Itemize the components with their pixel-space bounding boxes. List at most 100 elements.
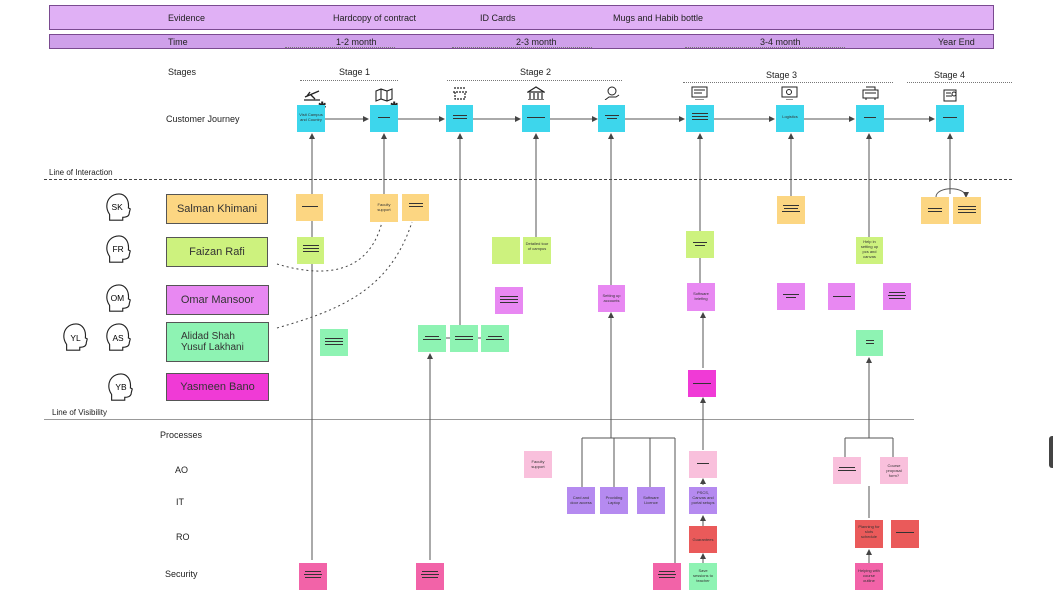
persona-name: Yusuf Lakhani bbox=[181, 342, 244, 353]
sticky-course-proposal[interactable]: Course proposal form? bbox=[880, 457, 908, 484]
note-text: Detailed tour of campus bbox=[525, 241, 549, 251]
sticky-planning-slots[interactable]: Planning for slots schedule bbox=[855, 520, 883, 548]
ro-label: RO bbox=[176, 532, 190, 542]
stage-dots bbox=[447, 80, 622, 81]
sticky-note[interactable] bbox=[416, 563, 444, 590]
time-period-1: 1-2 month bbox=[336, 37, 377, 47]
time-dots bbox=[452, 47, 592, 48]
sticky-note[interactable] bbox=[921, 197, 949, 224]
persona-faizan-rafi[interactable]: Faizan Rafi bbox=[166, 237, 268, 267]
sticky-note[interactable] bbox=[833, 457, 861, 484]
note-text: Help in setting up pcs and canvas bbox=[860, 239, 879, 259]
evidence-band: Evidence Hardcopy of contract ID Cards M… bbox=[49, 5, 994, 30]
sticky-note[interactable] bbox=[953, 197, 981, 224]
it-label: IT bbox=[176, 497, 184, 507]
time-label: Time bbox=[168, 37, 188, 47]
note-text: Helping with course outline bbox=[858, 568, 880, 583]
journey-node-2[interactable] bbox=[370, 105, 398, 132]
sticky-detailed-tour[interactable]: Detailed tour of campus bbox=[523, 237, 551, 264]
persona-omar-mansoor[interactable]: Omar Mansoor bbox=[166, 285, 269, 315]
avatar-head-icon: AS bbox=[106, 323, 131, 351]
sticky-note[interactable] bbox=[402, 194, 429, 221]
sticky-note[interactable] bbox=[492, 237, 520, 264]
sticky-note[interactable] bbox=[450, 325, 478, 352]
sticky-note[interactable] bbox=[296, 194, 323, 221]
cart-icon bbox=[453, 87, 467, 100]
avatar-initials: FR bbox=[112, 244, 123, 254]
scrollbar-handle[interactable] bbox=[1049, 436, 1053, 468]
sticky-providing-laptop[interactable]: Providing Laptop bbox=[600, 487, 628, 514]
printer-icon bbox=[862, 86, 879, 100]
avatar-head-icon: SK bbox=[106, 193, 131, 221]
avatar-initials: YB bbox=[115, 382, 127, 392]
persona-name: Salman Khimani bbox=[176, 203, 258, 215]
stage-1: Stage 1 bbox=[339, 67, 371, 77]
journey-node-9[interactable] bbox=[936, 105, 964, 132]
sticky-note[interactable] bbox=[653, 563, 681, 590]
sticky-note[interactable] bbox=[320, 329, 348, 356]
journey-node-4[interactable] bbox=[522, 105, 550, 132]
persona-name: Alidad Shah bbox=[181, 331, 235, 342]
sticky-helping-course[interactable]: Helping with course outline bbox=[855, 563, 883, 590]
journey-node-3[interactable] bbox=[446, 105, 473, 132]
line-of-visibility-label: Line of Visibility bbox=[52, 408, 107, 417]
stage-dots bbox=[300, 80, 398, 81]
note-text: Card and door access bbox=[570, 495, 592, 505]
sticky-card-access[interactable]: Card and door access bbox=[567, 487, 595, 514]
persona-salman-khimani[interactable]: Salman Khimani bbox=[166, 194, 268, 224]
sticky-save-sessions[interactable]: Save sessions to teacher bbox=[689, 563, 717, 590]
sticky-note[interactable] bbox=[891, 520, 919, 548]
sticky-note[interactable] bbox=[688, 370, 716, 397]
sticky-note[interactable] bbox=[883, 283, 911, 310]
journey-note-text: Visit Campus and Country bbox=[299, 112, 323, 122]
journey-visit-campus[interactable]: Visit Campus and Country bbox=[297, 105, 325, 132]
sticky-software-licence[interactable]: Software Licence bbox=[637, 487, 665, 514]
sticky-faculty-support-ao[interactable]: Faculty support bbox=[524, 451, 552, 478]
stage-2: Stage 2 bbox=[520, 67, 552, 77]
customer-journey-label: Customer Journey bbox=[166, 114, 240, 124]
sticky-note[interactable] bbox=[297, 237, 324, 264]
persona-yasmeen-bano[interactable]: Yasmeen Bano bbox=[166, 373, 269, 401]
note-text: Providing Laptop bbox=[605, 495, 623, 505]
note-text: Save sessions to teacher bbox=[692, 568, 713, 583]
journey-node-5[interactable] bbox=[598, 105, 625, 132]
journey-node-6[interactable] bbox=[686, 105, 714, 132]
journey-note-text: Logistics bbox=[782, 114, 798, 119]
stage-dots bbox=[683, 82, 893, 83]
avatar-head-icon: YB bbox=[108, 373, 133, 401]
security-label: Security bbox=[165, 569, 198, 579]
sticky-note[interactable] bbox=[777, 196, 805, 224]
evidence-label: Evidence bbox=[168, 13, 206, 23]
stages-label: Stages bbox=[168, 67, 197, 77]
journey-node-8[interactable] bbox=[856, 105, 884, 132]
stage-dots bbox=[907, 82, 1012, 83]
persona-name: Omar Mansoor bbox=[180, 294, 255, 306]
sticky-note[interactable] bbox=[299, 563, 327, 590]
gear-monitor-icon bbox=[781, 86, 798, 100]
sticky-pscs-canvas[interactable]: PSCS, Canvas and portal setups bbox=[689, 487, 717, 514]
evidence-contract: Hardcopy of contract bbox=[333, 13, 417, 23]
sticky-note[interactable] bbox=[828, 283, 855, 310]
avatar-head-icon: OM bbox=[106, 284, 131, 312]
journey-logistics[interactable]: Logistics bbox=[776, 105, 804, 132]
sticky-note[interactable] bbox=[777, 283, 805, 310]
bank-icon bbox=[527, 86, 545, 100]
note-text: Setting up accounts bbox=[602, 293, 621, 303]
avatar-initials: SK bbox=[112, 202, 124, 212]
sticky-guarantees[interactable]: Guarantees bbox=[689, 526, 717, 553]
sticky-note[interactable] bbox=[418, 325, 446, 352]
line-of-interaction-label: Line of Interaction bbox=[49, 168, 113, 177]
time-dots bbox=[685, 47, 845, 48]
sticky-note[interactable] bbox=[495, 287, 523, 314]
sticky-note[interactable] bbox=[856, 330, 883, 356]
note-text: Guarantees bbox=[692, 537, 714, 542]
sticky-software-briefing[interactable]: Software briefing bbox=[687, 283, 715, 311]
sticky-setting-up-accounts[interactable]: Setting up accounts bbox=[598, 285, 625, 312]
stage-3: Stage 3 bbox=[766, 70, 798, 80]
sticky-note[interactable] bbox=[481, 325, 509, 352]
sticky-faculty-support[interactable]: Faculty support bbox=[370, 194, 398, 222]
sticky-note[interactable] bbox=[686, 231, 714, 258]
sticky-help-setting-up[interactable]: Help in setting up pcs and canvas bbox=[856, 237, 883, 264]
sticky-note[interactable] bbox=[689, 451, 717, 478]
